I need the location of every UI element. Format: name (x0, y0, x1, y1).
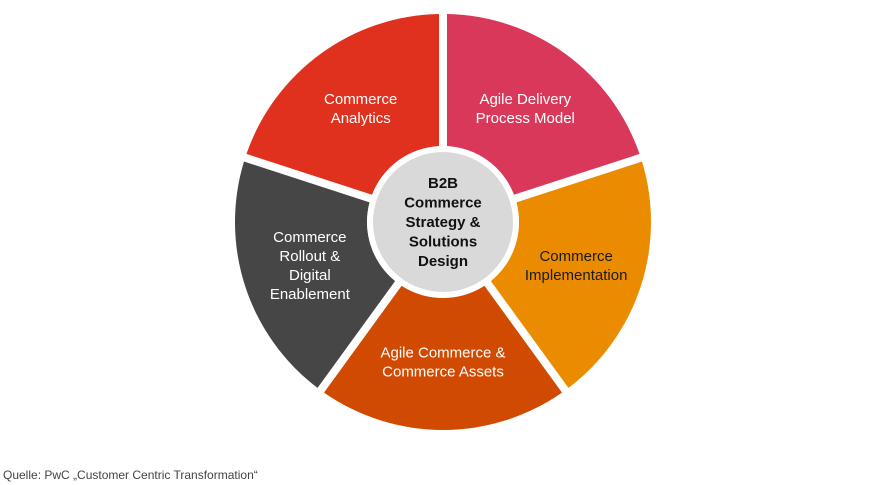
segment-label-line: Commerce (324, 91, 397, 108)
wheel-segment-1 (446, 14, 640, 195)
segment-label-line: Process Model (476, 110, 575, 127)
segment-label-line: Commerce (273, 229, 346, 246)
segment-label-line: Enablement (270, 286, 351, 303)
segment-label-line: Agile Delivery (479, 91, 571, 108)
center-label-line: B2B (428, 175, 458, 192)
segment-label-line: Commerce (539, 248, 612, 265)
wheel-segments (235, 14, 651, 430)
segment-label-3: Agile Commerce & Commerce Assets (380, 345, 505, 381)
center-label-line: Commerce (404, 195, 482, 212)
segment-label-line: Analytics (331, 110, 391, 127)
segment-label-line: Agile Commerce & (380, 345, 505, 362)
segment-label-line: Rollout & (279, 248, 340, 265)
segment-label-line: Commerce Assets (382, 364, 504, 381)
wheel-segment-2 (490, 161, 651, 388)
wheel-segment-5 (246, 14, 440, 195)
center-label-line: Solutions (409, 234, 477, 251)
segment-label-line: Digital (289, 267, 331, 284)
wheel-segment-3 (323, 285, 563, 430)
segment-label-line: Implementation (525, 267, 628, 284)
source-caption: Quelle: PwC „Customer Centric Transforma… (3, 468, 258, 482)
center-label-line: Design (418, 253, 468, 270)
wheel-segment-4 (235, 161, 396, 388)
center-label-line: Strategy & (405, 214, 480, 231)
center-circle (373, 152, 513, 292)
